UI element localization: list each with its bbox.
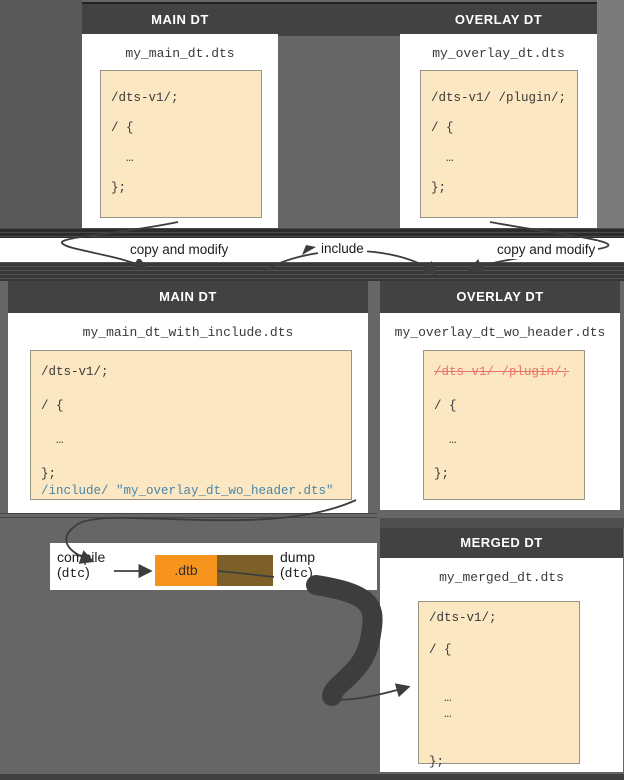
card-header-merged-dt: MERGED DT	[380, 528, 623, 558]
streak-artifact	[380, 518, 624, 528]
dump-dtc: (dtc)	[280, 564, 313, 582]
card-header-overlay-dt: OVERLAY DT	[454, 12, 543, 27]
code-line: };	[434, 467, 450, 481]
code-line: …	[429, 707, 452, 721]
code-line: /dts-v1/;	[41, 365, 109, 379]
divider-band-upper	[0, 228, 624, 238]
code-line: …	[434, 433, 457, 447]
divider-band-lower	[0, 262, 624, 281]
code-line: / {	[431, 121, 454, 135]
code-line: …	[431, 151, 454, 165]
compile-label: compile (dtc)	[57, 549, 106, 582]
compile-dtc: (dtc)	[57, 564, 90, 582]
filename-my-main-dt-with-include: my_main_dt_with_include.dts	[82, 325, 294, 340]
dtb-shadow-box	[217, 555, 273, 586]
compile-dump-band: compile (dtc) .dtb dump (dtc)	[50, 543, 377, 590]
card-header-overlay-dt: OVERLAY DT	[380, 281, 620, 313]
background-top-right	[597, 0, 624, 238]
code-line: };	[429, 755, 445, 769]
card-overlay-dt: my_overlay_dt.dts /dts-v1/ /plugin/; / {…	[400, 34, 597, 228]
code-line: / {	[434, 399, 457, 413]
code-box-main-dt: /dts-v1/; / { … };	[100, 70, 262, 218]
dump-text: dump	[280, 549, 316, 565]
card-overlay-dt-wo-header: OVERLAY DT my_overlay_dt_wo_header.dts /…	[380, 281, 620, 510]
code-line: …	[111, 151, 134, 165]
card-merged-dt: MERGED DT my_merged_dt.dts /dts-v1/; / {…	[380, 528, 623, 772]
code-line: };	[41, 467, 57, 481]
copy-and-modify-label-left: copy and modify	[127, 241, 232, 259]
code-line: …	[429, 691, 452, 705]
streak-artifact	[0, 513, 377, 521]
code-box-merged-dt: /dts-v1/; / { … … };	[418, 601, 580, 769]
include-label: include	[318, 240, 367, 258]
background-bottom-strip	[0, 774, 624, 780]
code-line: / {	[429, 643, 452, 657]
background-top-left	[0, 0, 82, 238]
code-box-overlay-dt-wo-header: /dts-v1/ /plugin/; / { … };	[423, 350, 585, 500]
top-header-bar: MAIN DT OVERLAY DT	[82, 2, 597, 36]
code-box-overlay-dt: /dts-v1/ /plugin/; / { … };	[420, 70, 578, 218]
copy-and-modify-label-right: copy and modify	[494, 241, 599, 259]
code-line: /dts-v1/;	[111, 91, 179, 105]
code-box-main-dt-with-include: /dts-v1/; / { … }; /include/ "my_overlay…	[30, 350, 352, 500]
filename-my-merged-dt: my_merged_dt.dts	[439, 570, 564, 585]
code-line: /dts-v1/;	[429, 611, 497, 625]
code-line: / {	[41, 399, 64, 413]
code-line: };	[111, 181, 127, 195]
filename-my-main-dt: my_main_dt.dts	[125, 46, 235, 61]
code-line: };	[431, 181, 447, 195]
filename-my-overlay-dt-wo-header: my_overlay_dt_wo_header.dts	[394, 325, 606, 340]
code-line: / {	[111, 121, 134, 135]
code-line: …	[41, 433, 64, 447]
swoosh-dump-to-merged	[306, 575, 383, 706]
card-main-dt-with-include: MAIN DT my_main_dt_with_include.dts /dts…	[8, 281, 368, 513]
code-line: /dts-v1/ /plugin/;	[431, 91, 567, 105]
code-line-include-statement: /include/ "my_overlay_dt_wo_header.dts"	[41, 484, 334, 498]
code-line-struck-header: /dts-v1/ /plugin/;	[434, 365, 570, 379]
compile-text: compile	[57, 549, 106, 565]
card-header-main-dt: MAIN DT	[8, 281, 368, 313]
dtb-file-box: .dtb	[155, 555, 217, 586]
dump-label: dump (dtc)	[280, 549, 316, 582]
card-header-main-dt: MAIN DT	[151, 12, 209, 27]
card-main-dt: my_main_dt.dts /dts-v1/; / { … };	[82, 34, 278, 228]
filename-my-overlay-dt: my_overlay_dt.dts	[432, 46, 565, 61]
